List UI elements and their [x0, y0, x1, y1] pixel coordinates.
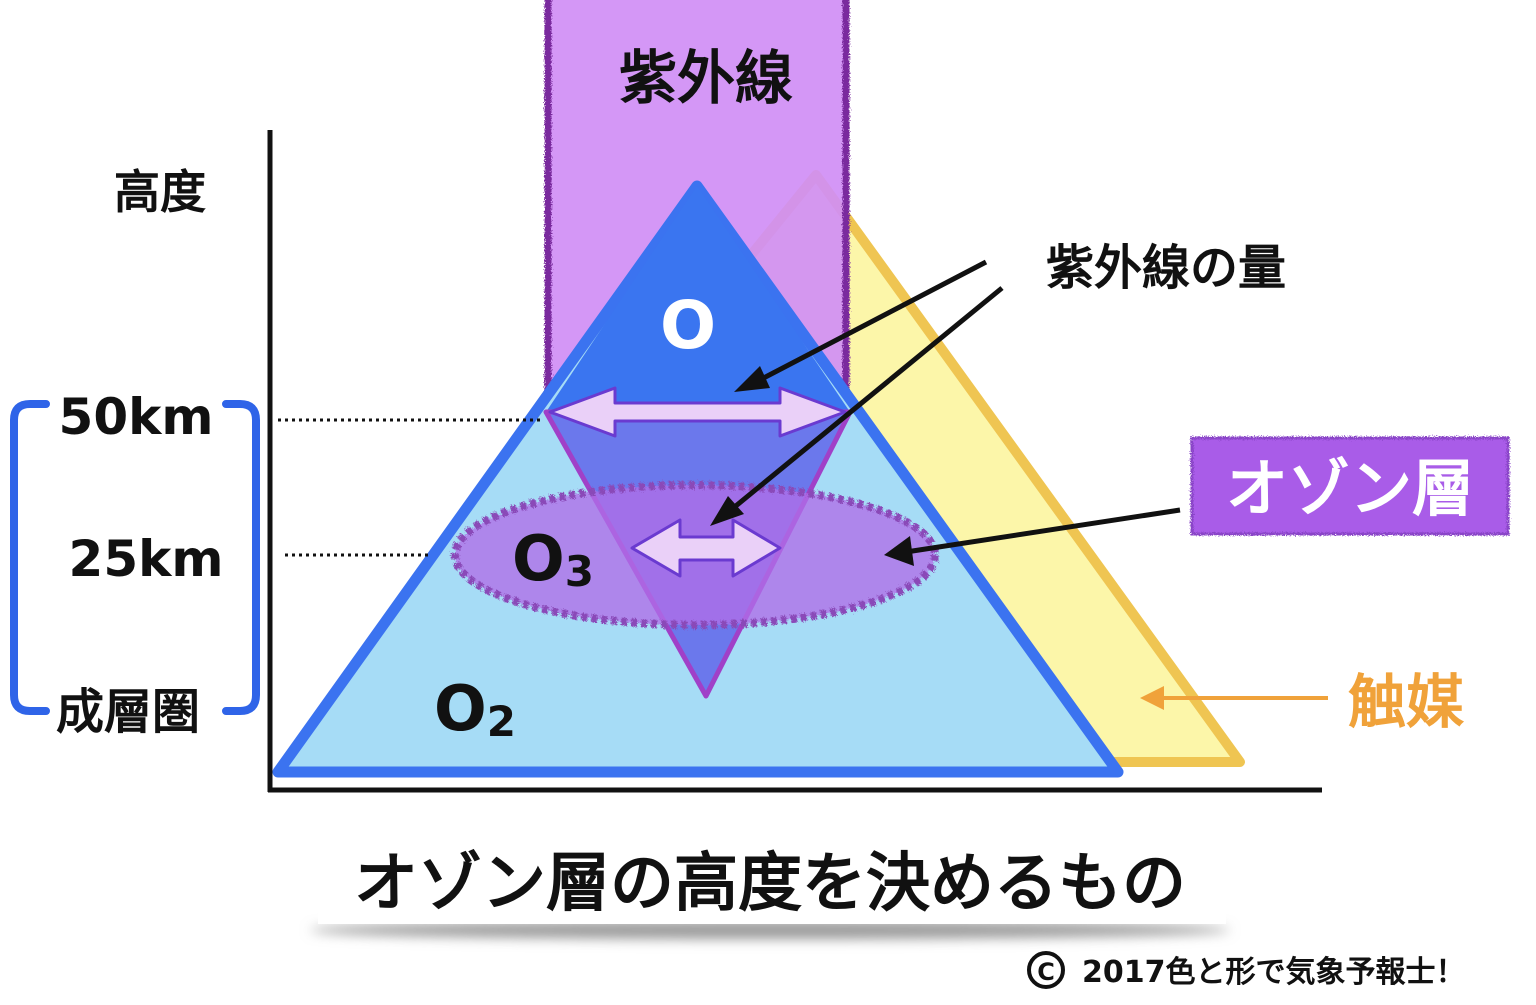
title-panel: [318, 842, 1226, 924]
copyright-text: 2017色と形で気象予報士！: [1082, 955, 1466, 990]
catalyst-arrow-head: [1140, 686, 1164, 710]
ozone-symbol-subscript: 3: [565, 547, 594, 596]
atomic-oxygen-symbol: O: [660, 287, 716, 364]
uv-label: 紫外線: [619, 44, 793, 112]
atomic-oxygen-region: [546, 186, 850, 412]
oxygen-symbol-main: O: [434, 672, 487, 745]
stratosphere-bracket-left: [10, 400, 50, 715]
pointer-arrow-1: [750, 259, 988, 387]
ozone-layer-badge-label: オゾン層: [1226, 452, 1474, 525]
uv-amount-double-arrow-small: [630, 518, 782, 578]
pointer-arrow-3-head: [884, 536, 914, 566]
uv-amount-label: 紫外線の量: [1046, 240, 1286, 296]
catalyst-label: 触媒: [1348, 668, 1465, 736]
ozone-symbol-main: O: [512, 522, 565, 595]
altitude-50km-label: 50km: [59, 388, 214, 446]
uv-amount-double-arrow-large: [548, 386, 847, 438]
pointer-arrow-2-head: [710, 496, 744, 526]
stratosphere-label: 成層圏: [56, 684, 200, 740]
ozone-layer-badge: [1190, 436, 1510, 536]
copyright-symbol: C: [1037, 958, 1055, 986]
stratosphere-bracket-right: [222, 400, 260, 715]
altitude-25km-label: 25km: [69, 530, 224, 588]
title-shadow: [310, 921, 1230, 939]
altitude-label: 高度: [114, 165, 206, 219]
pointer-arrow-1-head: [734, 366, 770, 392]
page-title: オゾン層の高度を決めるもの: [354, 847, 1186, 921]
ozone-symbol: O3: [512, 522, 594, 596]
pointer-arrow-3: [905, 507, 1181, 555]
pointer-arrow-2: [724, 286, 1004, 516]
oxygen-symbol-subscript: 2: [487, 697, 516, 746]
copyright-icon: [1027, 951, 1065, 989]
oxygen-symbol: O2: [434, 672, 516, 746]
